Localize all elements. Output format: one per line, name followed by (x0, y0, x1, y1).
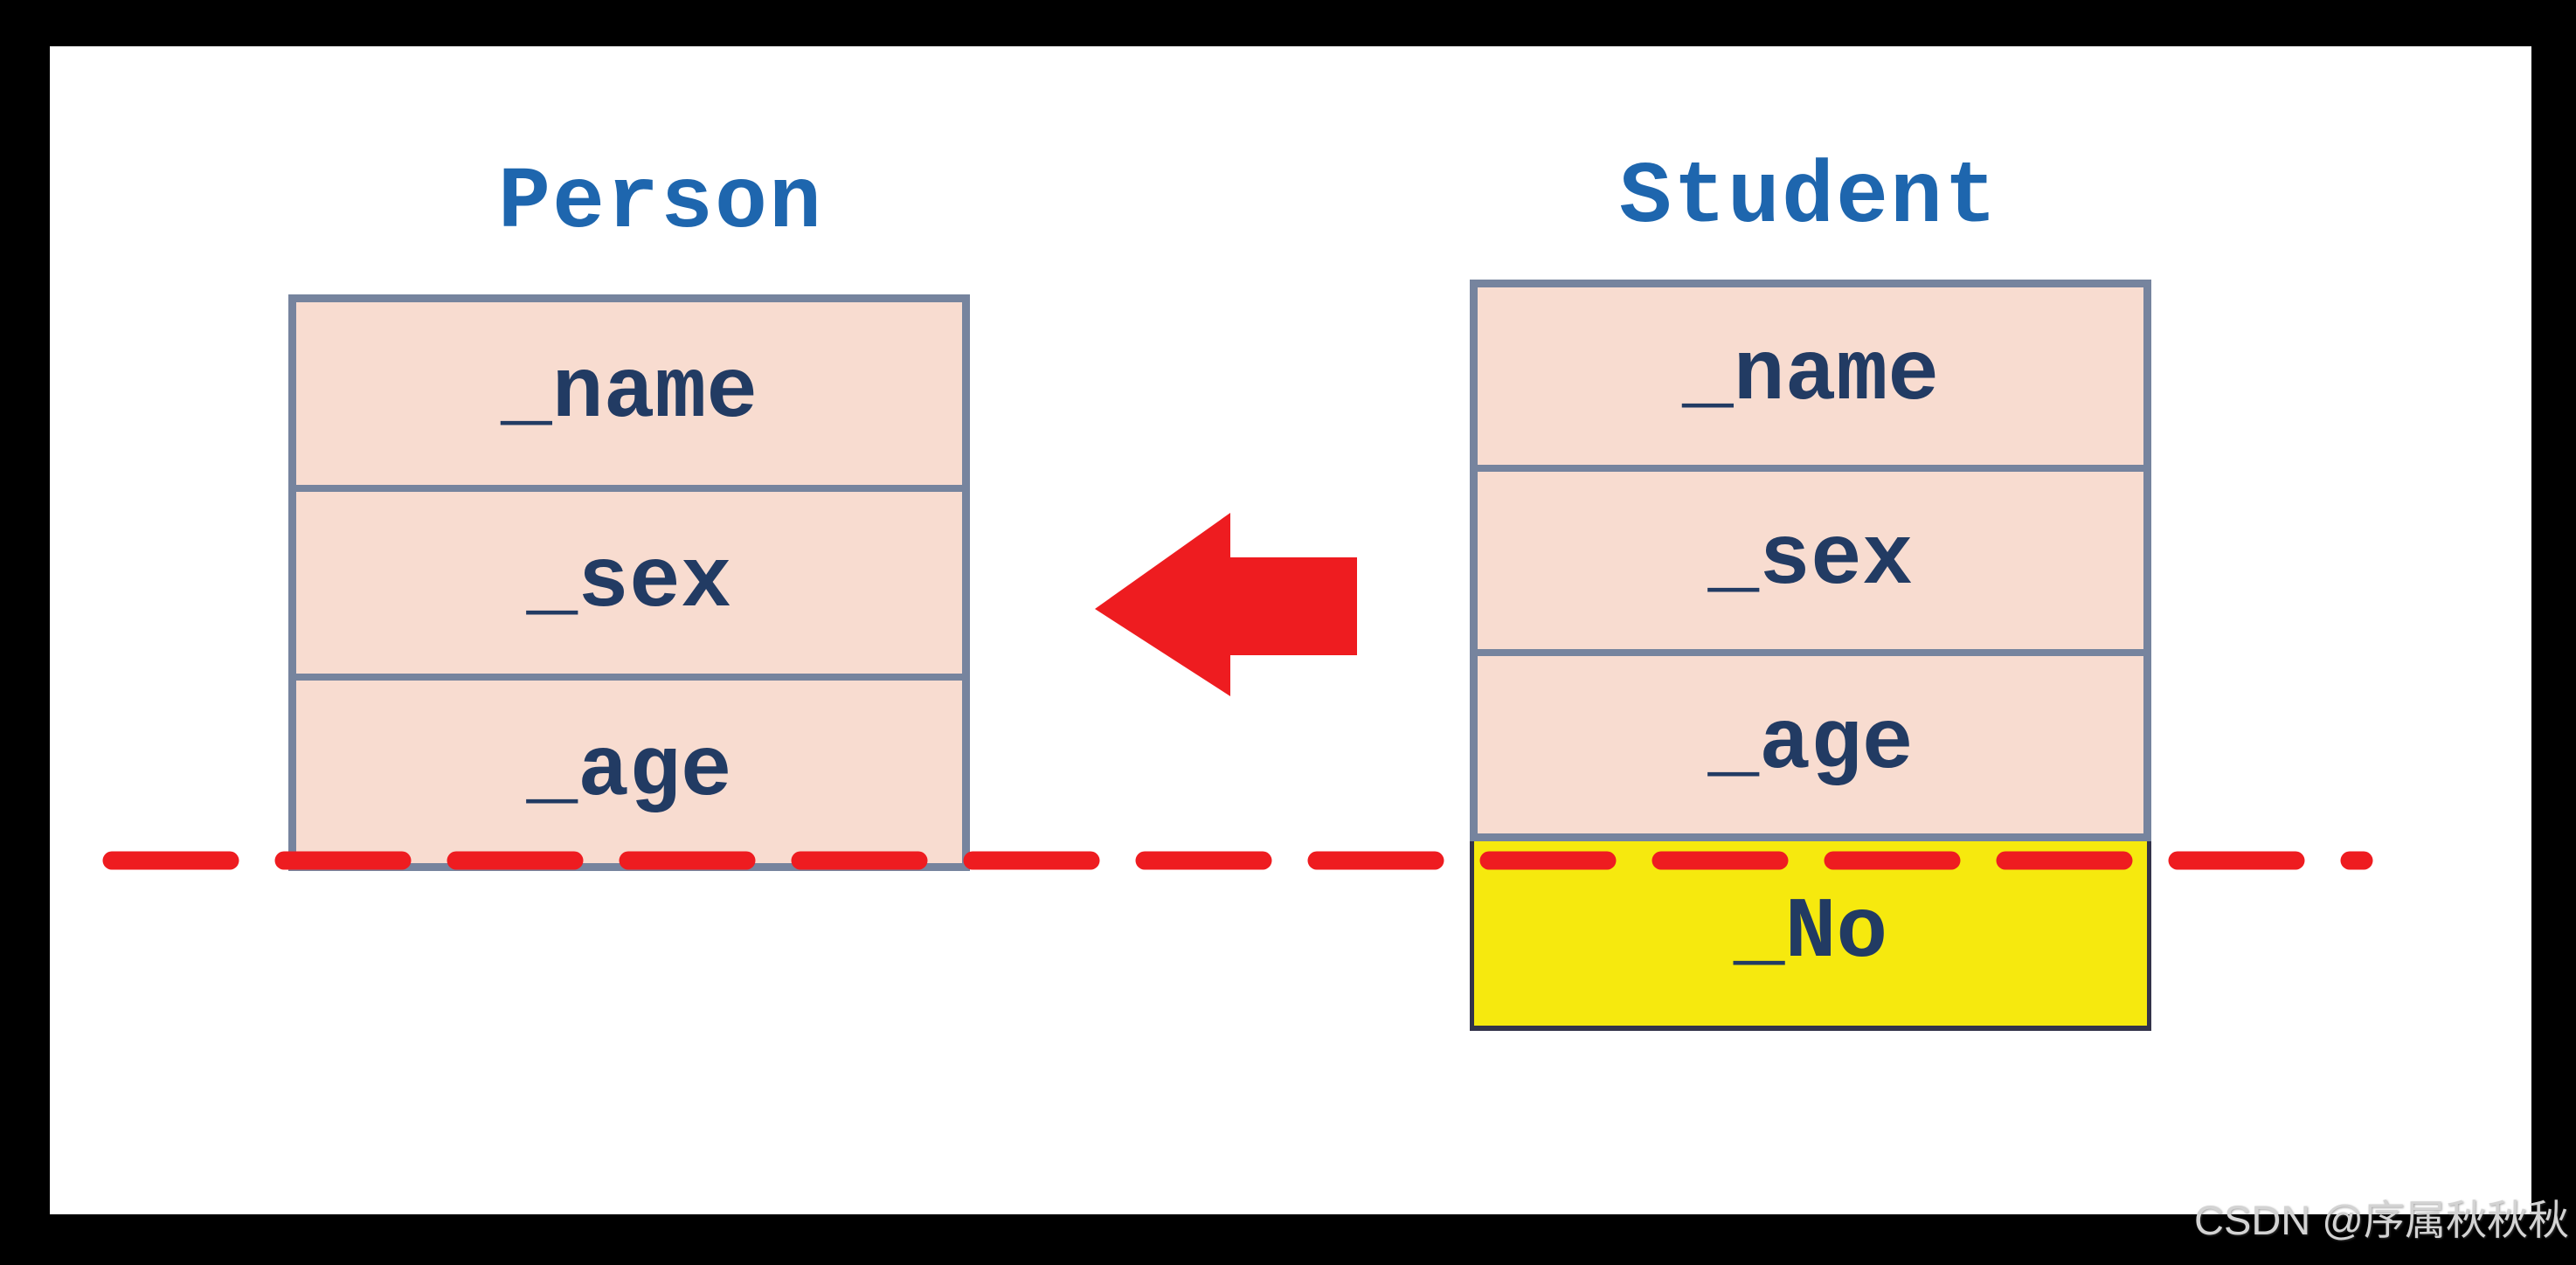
student-class-title: Student (1618, 149, 1999, 248)
watermark-text: CSDN @序属秋秋秋 (2194, 1197, 2569, 1243)
person-field-row: _sex (296, 484, 962, 674)
student-field-row: _sex (1478, 465, 2143, 649)
student-field-row: _age (1478, 649, 2143, 833)
person-field-row: _age (296, 674, 962, 864)
person-class-title: Person (497, 155, 824, 253)
person-field-row: _name (296, 302, 962, 485)
person-class-box: _name _sex _age (288, 294, 970, 871)
student-class-box: _name _sex _age (1470, 280, 2151, 841)
student-field-row: _name (1478, 287, 2143, 465)
student-extra-field-row: _No (1470, 841, 2151, 1031)
